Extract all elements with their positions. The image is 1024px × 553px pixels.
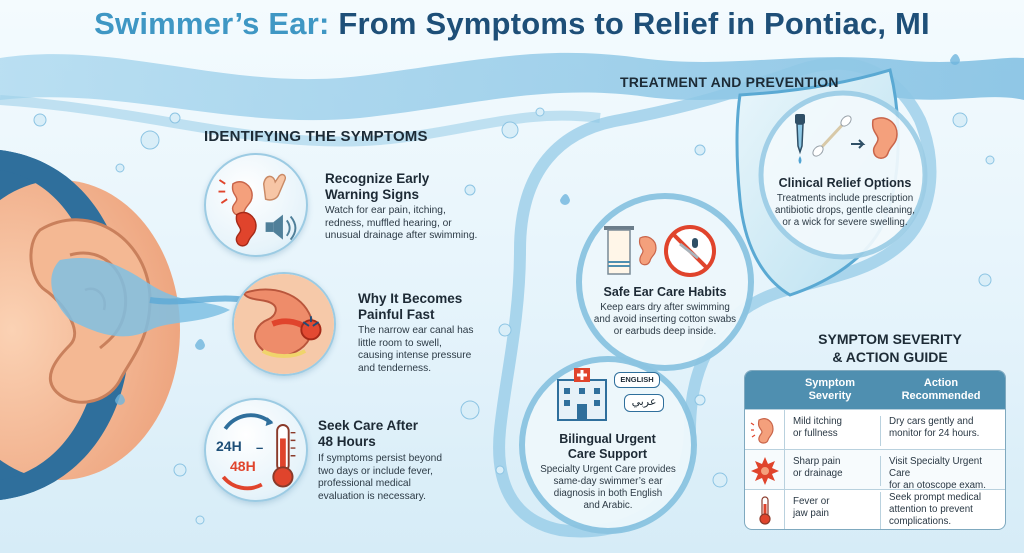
ear-canal-icon xyxy=(234,274,334,374)
symptom-3-body-line4: evaluation is necessary. xyxy=(318,490,426,502)
row-1-action-line2: monitor for 24 hours. xyxy=(889,428,980,439)
symptom-3-body-line2: two days or include fever, xyxy=(318,465,433,477)
col-action-line2: Recommended xyxy=(901,390,981,402)
treatment-2-body: Keep ears dry after swimming and avoid i… xyxy=(580,302,750,338)
row-3-action-line1: Seek prompt medical xyxy=(889,492,982,503)
symptoms-heading: IDENTIFYING THE SYMPTOMS xyxy=(204,128,428,145)
ear-pain-icon xyxy=(218,173,297,247)
english-badge: ENGLISH xyxy=(614,372,660,388)
dropper-swab-ear-icon xyxy=(795,114,898,164)
symptom-2-body-line2: little room to swell, xyxy=(358,337,442,349)
timer-illustration: 24H – 48H xyxy=(204,398,308,502)
row-2-action-line1: Visit Specialty Urgent Care xyxy=(889,456,982,479)
symptom-2-title-line1: Why It Becomes xyxy=(358,291,463,306)
row-2-severity-line1: Sharp pain xyxy=(793,456,841,467)
treatment-3-title: Bilingual Urgent Care Support xyxy=(535,432,680,462)
guide-heading-line1: SYMPTOM SEVERITY xyxy=(818,331,962,347)
treatment-2-body-line2: and avoid inserting cotton swabs xyxy=(593,314,737,325)
guide-heading-line2: & ACTION GUIDE xyxy=(832,349,948,365)
guide-heading: SYMPTOM SEVERITY & ACTION GUIDE xyxy=(770,330,1010,366)
row-3-severity-line2: jaw pain xyxy=(793,508,829,519)
treatment-3-body-line1: Specialty Urgent Care provides xyxy=(540,464,676,475)
pain-burst-icon xyxy=(751,457,779,485)
treatment-1-body-line3: or a wick for severe swelling. xyxy=(782,217,908,228)
col-action-line1: Action xyxy=(923,377,959,389)
row-1-action-line1: Dry cars gently and xyxy=(889,416,974,427)
row-3-severity: Fever or jaw pain xyxy=(793,496,871,520)
symptom-1-body-line1: Watch for ear pain, itching, xyxy=(325,205,446,216)
table-row: Mild itching or fullness Dry cars gently… xyxy=(745,409,1005,450)
row-3-severity-line1: Fever or xyxy=(793,496,830,507)
clock-dash: – xyxy=(256,440,264,455)
severity-table-header: Symptom Severity Action Recommended xyxy=(745,371,1005,409)
symptom-2-body: The narrow ear canal has little room to … xyxy=(358,325,474,375)
row-1-severity: Mild itching or fullness xyxy=(793,416,871,440)
arabic-badge: عربي xyxy=(624,394,664,412)
ear-icon xyxy=(750,418,774,444)
symptom-3-title-line1: Seek Care After xyxy=(318,418,419,433)
severity-table: Symptom Severity Action Recommended Mild… xyxy=(744,370,1006,530)
symptom-1-title-line2: Warning Signs xyxy=(325,187,419,202)
symptom-2-body-line1: The narrow ear canal has xyxy=(358,325,474,336)
row-2-severity-line2: or drainage xyxy=(793,468,843,479)
title-main: From Symptoms to Relief in Pontiac, MI xyxy=(338,6,930,41)
warning-signs-illustration xyxy=(204,153,308,257)
row-3-action-line3: complications. xyxy=(889,516,952,527)
symptom-3-body-line1: If symptoms persist beyond xyxy=(318,453,442,464)
symptom-2-body-line4: and tenderness. xyxy=(358,362,432,374)
hospital-icon xyxy=(557,368,607,421)
symptom-3-title: Seek Care After 48 Hours xyxy=(318,418,418,450)
row-2-action: Visit Specialty Urgent Care for an otosc… xyxy=(880,456,1004,491)
treatment-heading: TREATMENT AND PREVENTION xyxy=(620,74,839,90)
towel-no-swab-icon xyxy=(604,225,716,277)
clock-thermometer-icon xyxy=(221,413,296,491)
treatment-3-title-line2: Care Support xyxy=(567,447,648,461)
col-action-recommended: Action Recommended xyxy=(875,371,1005,409)
row-1-severity-line1: Mild itching xyxy=(793,416,843,427)
treatment-3-body: Specialty Urgent Care provides same-day … xyxy=(528,464,688,512)
symptom-1-title-line1: Recognize Early xyxy=(325,171,430,186)
clock-24h-label: 24H xyxy=(216,438,242,454)
treatment-1-body-line2: antibiotic drops, gentle cleaning, xyxy=(775,205,915,216)
symptom-2-title-line2: Painful Fast xyxy=(358,307,435,322)
symptom-3-body-line3: professional medical xyxy=(318,478,411,490)
row-2-severity: Sharp pain or drainage xyxy=(793,456,871,480)
symptom-2-body-line3: causing intense pressure xyxy=(358,350,472,362)
treatment-3-title-line1: Bilingual Urgent xyxy=(559,432,656,446)
treatment-1-title: Clinical Relief Options xyxy=(778,176,912,190)
page-title: Swimmer’s Ear: From Symptoms to Relief i… xyxy=(0,6,1024,42)
symptom-2-title: Why It Becomes Painful Fast xyxy=(358,291,462,323)
treatment-2-body-line3: or earbuds deep inside. xyxy=(613,326,717,337)
row-3-action: Seek prompt medical attention to prevent… xyxy=(880,492,1004,529)
treatment-2-title: Safe Ear Care Habits xyxy=(603,285,727,299)
symptom-3-title-line2: 48 Hours xyxy=(318,434,376,449)
symptom-3-body: If symptoms persist beyond two days or i… xyxy=(318,453,442,503)
symptom-1-body: Watch for ear pain, itching, redness, mu… xyxy=(325,205,477,243)
symptom-1-body-line2: redness, muffled hearing, or xyxy=(325,217,452,229)
thermometer-icon xyxy=(759,496,771,525)
treatment-2-body-line1: Keep ears dry after swimming xyxy=(600,302,730,313)
treatment-1-body: Treatments include prescription antibiot… xyxy=(765,193,925,229)
row-1-action: Dry cars gently and monitor for 24 hours… xyxy=(880,416,1004,446)
col-symptom-line1: Symptom xyxy=(804,377,856,389)
clock-48h-label: 48H xyxy=(230,458,256,474)
table-row: Sharp pain or drainage Visit Specialty U… xyxy=(745,449,1005,491)
col-symptom-severity: Symptom Severity xyxy=(785,371,875,409)
row-1-severity-line2: or fullness xyxy=(793,428,838,439)
table-row: Fever or jaw pain Seek prompt medical at… xyxy=(745,489,1005,529)
symptom-1-title: Recognize Early Warning Signs xyxy=(325,171,429,203)
symptom-1-body-line3: unusual drainage after swimming. xyxy=(325,230,478,242)
treatment-3-body-line3: diagnosis in both English xyxy=(553,488,663,499)
treatment-3-body-line2: same-day swimmer’s ear xyxy=(553,476,663,487)
treatment-3-body-line4: and Arabic. xyxy=(583,500,633,511)
ear-canal-illustration xyxy=(232,272,336,376)
treatment-1-body-line1: Treatments include prescription xyxy=(776,193,914,204)
row-3-action-line2: attention to prevent xyxy=(889,504,973,515)
col-symptom-line2: Severity xyxy=(808,390,852,402)
title-accent: Swimmer’s Ear: xyxy=(94,6,330,41)
row-2-action-line2: for an otoscope exam. xyxy=(889,480,986,491)
